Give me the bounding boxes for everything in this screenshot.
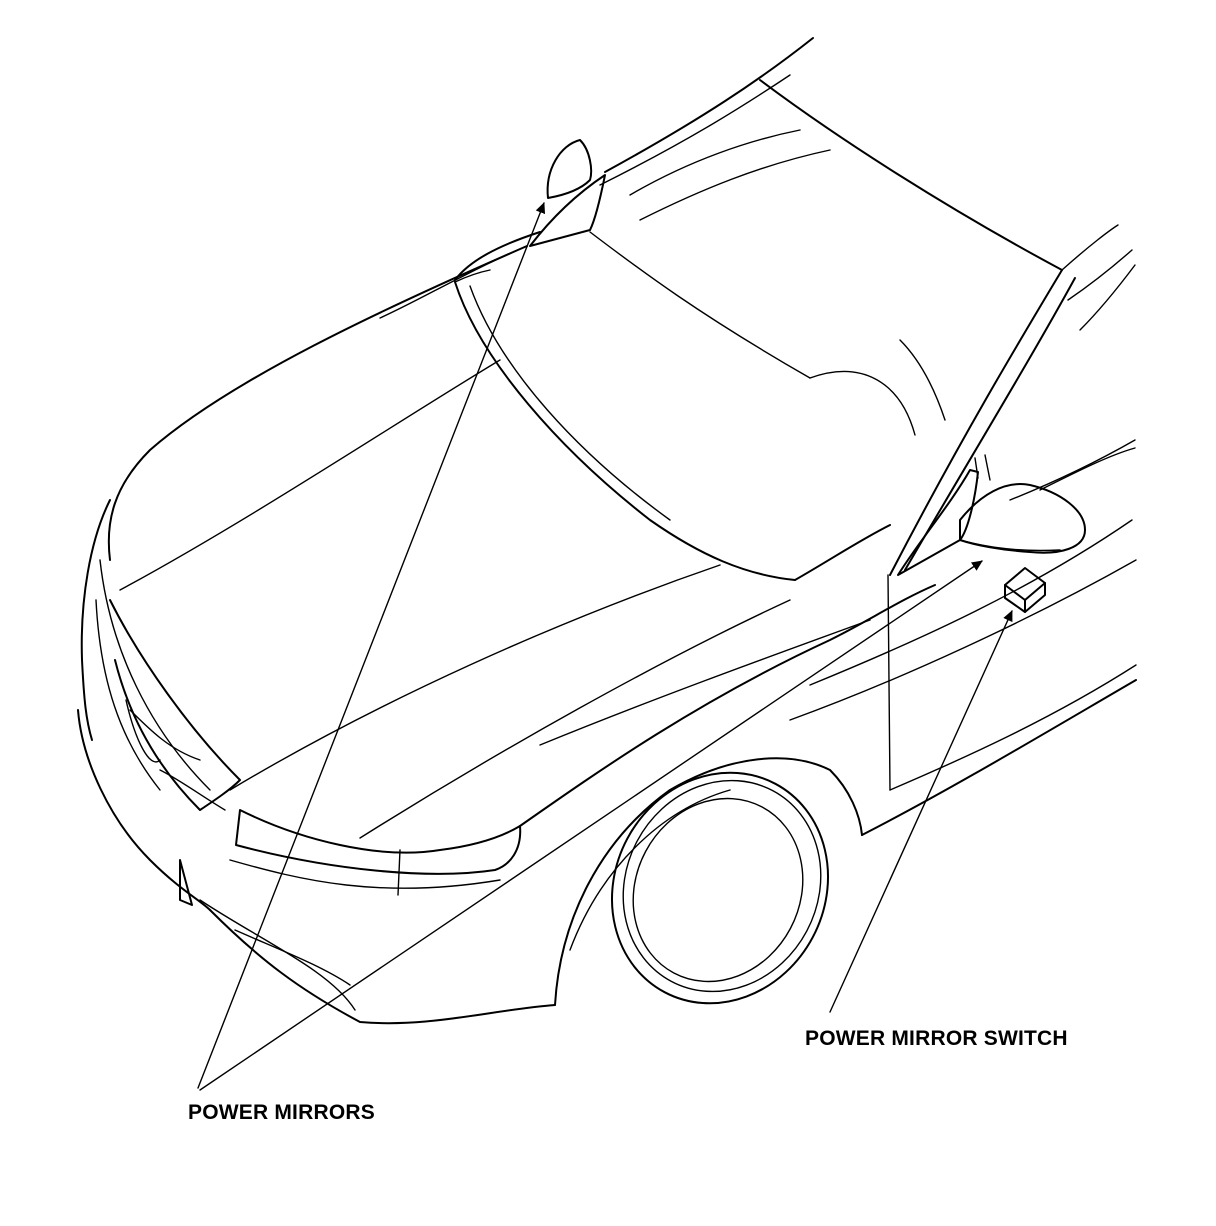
power-mirror-switch [1004, 567, 1046, 613]
left-power-mirror [529, 139, 606, 247]
power-mirror-switch-label: POWER MIRROR SWITCH [805, 1027, 1068, 1050]
leader-line-switch [829, 610, 1013, 1013]
leader-line-left-mirror [197, 202, 546, 1089]
right-power-mirror [897, 469, 1086, 576]
leader-lines [197, 202, 1013, 1091]
car-body [77, 37, 1137, 1025]
power-mirrors-label: POWER MIRRORS [188, 1101, 375, 1124]
leader-line-right-mirror [199, 560, 983, 1091]
